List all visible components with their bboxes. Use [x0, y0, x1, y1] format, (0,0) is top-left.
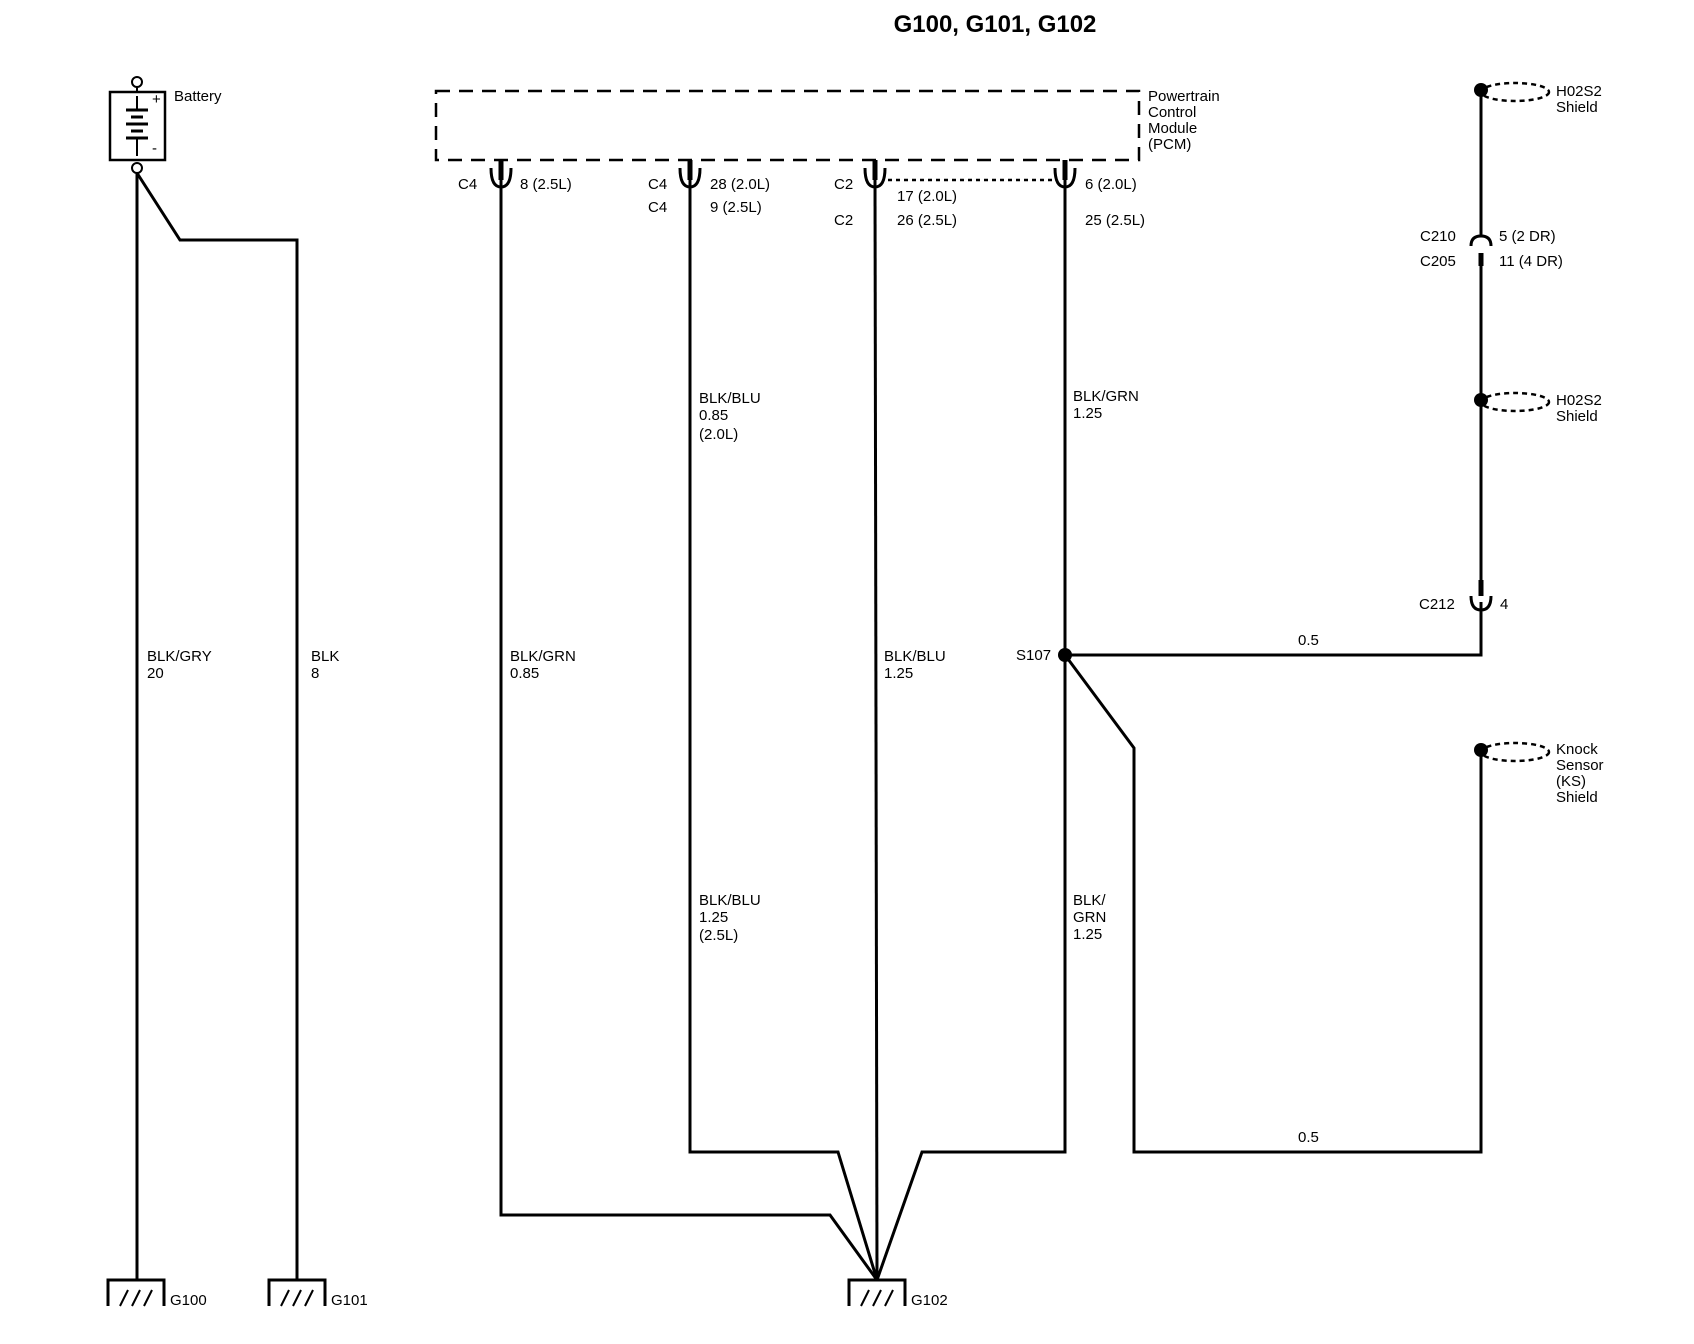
wire-label-color: BLK/ [1073, 892, 1106, 909]
ks-label-line: Sensor [1556, 757, 1604, 774]
pin-connector-label: C4 [458, 176, 477, 193]
ground-icon [847, 1278, 907, 1307]
pcm-box [434, 89, 1141, 162]
pin-connector-label: C4 [648, 176, 667, 193]
shield-label-line: H02S2 [1556, 83, 1602, 100]
ground-label: G101 [331, 1292, 368, 1309]
pin-number-label: 17 (2.0L) [897, 188, 957, 205]
pcm-label-line: Powertrain [1148, 88, 1220, 105]
battery-minus: - [152, 140, 157, 157]
ground-label: G100 [170, 1292, 207, 1309]
inline-connector [1469, 234, 1493, 266]
wire-label-color: BLK/BLU [884, 648, 946, 665]
wire-label-size: 0.5 [1298, 1129, 1319, 1146]
wire-pcm-pin1 [499, 180, 879, 1281]
shield-label-line: Shield [1556, 408, 1598, 425]
connector-pin: 5 (2 DR) [1499, 228, 1556, 245]
wire-pcm-pin3 [873, 179, 879, 1281]
battery-symbol [108, 76, 167, 174]
pin-connector-label: C2 [834, 176, 853, 193]
shield-icon [1479, 741, 1551, 763]
wire-label-color: BLK/GRN [510, 648, 576, 665]
shield-label-line: Shield [1556, 99, 1598, 116]
wire-label-size: 1.25 [699, 909, 728, 926]
wire-label-size: 1.25 [1073, 926, 1102, 943]
shield-label-line: H02S2 [1556, 392, 1602, 409]
pin-number-label: 6 (2.0L) [1085, 176, 1137, 193]
pin-number-label: 9 (2.5L) [710, 199, 762, 216]
wire-label-engine: (2.0L) [699, 426, 738, 443]
wire-label-size: 0.85 [699, 407, 728, 424]
ks-label-line: (KS) [1556, 773, 1586, 790]
pin-connector-label: C2 [834, 212, 853, 229]
wire-label-color: BLK/GRY [147, 648, 212, 665]
battery-label: Battery [174, 88, 222, 105]
wire-label-size: 20 [147, 665, 164, 682]
page-title: G100, G101, G102 [894, 11, 1097, 38]
wire-label-color: BLK [311, 648, 339, 665]
pin-number-label: 25 (2.5L) [1085, 212, 1145, 229]
wire-battery-g101 [135, 172, 299, 1280]
pin-number-label: 8 (2.5L) [520, 176, 572, 193]
battery-plus: + [152, 91, 161, 108]
connector-name: C212 [1419, 596, 1455, 613]
ground-label: G102 [911, 1292, 948, 1309]
connector-pin: 4 [1500, 596, 1508, 613]
pcm-label-line: Module [1148, 120, 1197, 137]
wire-label-size: 8 [311, 665, 319, 682]
wire-label-size: 0.5 [1298, 632, 1319, 649]
inline-connector [1469, 580, 1493, 612]
shield-icon [1479, 391, 1551, 413]
wire-pcm-pin4 [875, 180, 1067, 1281]
pin-connector-label: C4 [648, 199, 667, 216]
wire-label-color: BLK/GRN [1073, 388, 1139, 405]
connector-name: C210 [1420, 228, 1456, 245]
ks-label-line: Shield [1556, 789, 1598, 806]
wire-pcm-pin2 [688, 180, 879, 1281]
wire-label-size: 1.25 [1073, 405, 1102, 422]
splice-dot [1058, 648, 1072, 662]
wire-label-color: BLK/BLU [699, 390, 761, 407]
wire-splice-c212 [1065, 602, 1483, 657]
pin-number-label: 28 (2.0L) [710, 176, 770, 193]
pcm-label-line: Control [1148, 104, 1196, 121]
wire-label-engine: (2.5L) [699, 927, 738, 944]
ground-icon [267, 1278, 327, 1307]
wire-label-size: 1.25 [884, 665, 913, 682]
ks-label-line: Knock [1556, 741, 1598, 758]
wire-label-size: 0.85 [510, 665, 539, 682]
connector-name: C205 [1420, 253, 1456, 270]
shield-icon [1479, 81, 1551, 103]
connector-pin: 11 (4 DR) [1499, 253, 1563, 270]
wire-label-color: GRN [1073, 909, 1106, 926]
wire-label-color: BLK/BLU [699, 892, 761, 909]
pcm-label-line: (PCM) [1148, 136, 1191, 153]
wire-splice-ks [1063, 654, 1483, 1154]
ground-icon [106, 1278, 166, 1307]
pin-number-label: 26 (2.5L) [897, 212, 957, 229]
splice-label: S107 [1016, 647, 1051, 664]
